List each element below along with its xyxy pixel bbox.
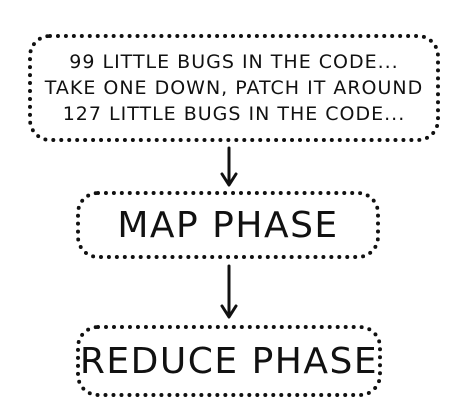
reduce-phase-label: REDUCE PHASE: [79, 340, 379, 382]
lyrics-line-1: 99 LITTLE BUGS IN THE CODE...: [69, 51, 399, 73]
lyrics-line-3: 127 LITTLE BUGS IN THE CODE...: [62, 103, 406, 125]
map-phase-label: MAP PHASE: [117, 204, 339, 246]
down-arrow-icon: [220, 146, 238, 187]
reduce-phase-box: REDUCE PHASE: [76, 325, 382, 397]
bugs-lyrics-box: 99 LITTLE BUGS IN THE CODE... TAKE ONE D…: [28, 34, 440, 142]
down-arrow-icon: [220, 264, 238, 319]
lyrics-line-2: TAKE ONE DOWN, PATCH IT AROUND: [44, 77, 424, 99]
map-phase-box: MAP PHASE: [76, 191, 380, 259]
